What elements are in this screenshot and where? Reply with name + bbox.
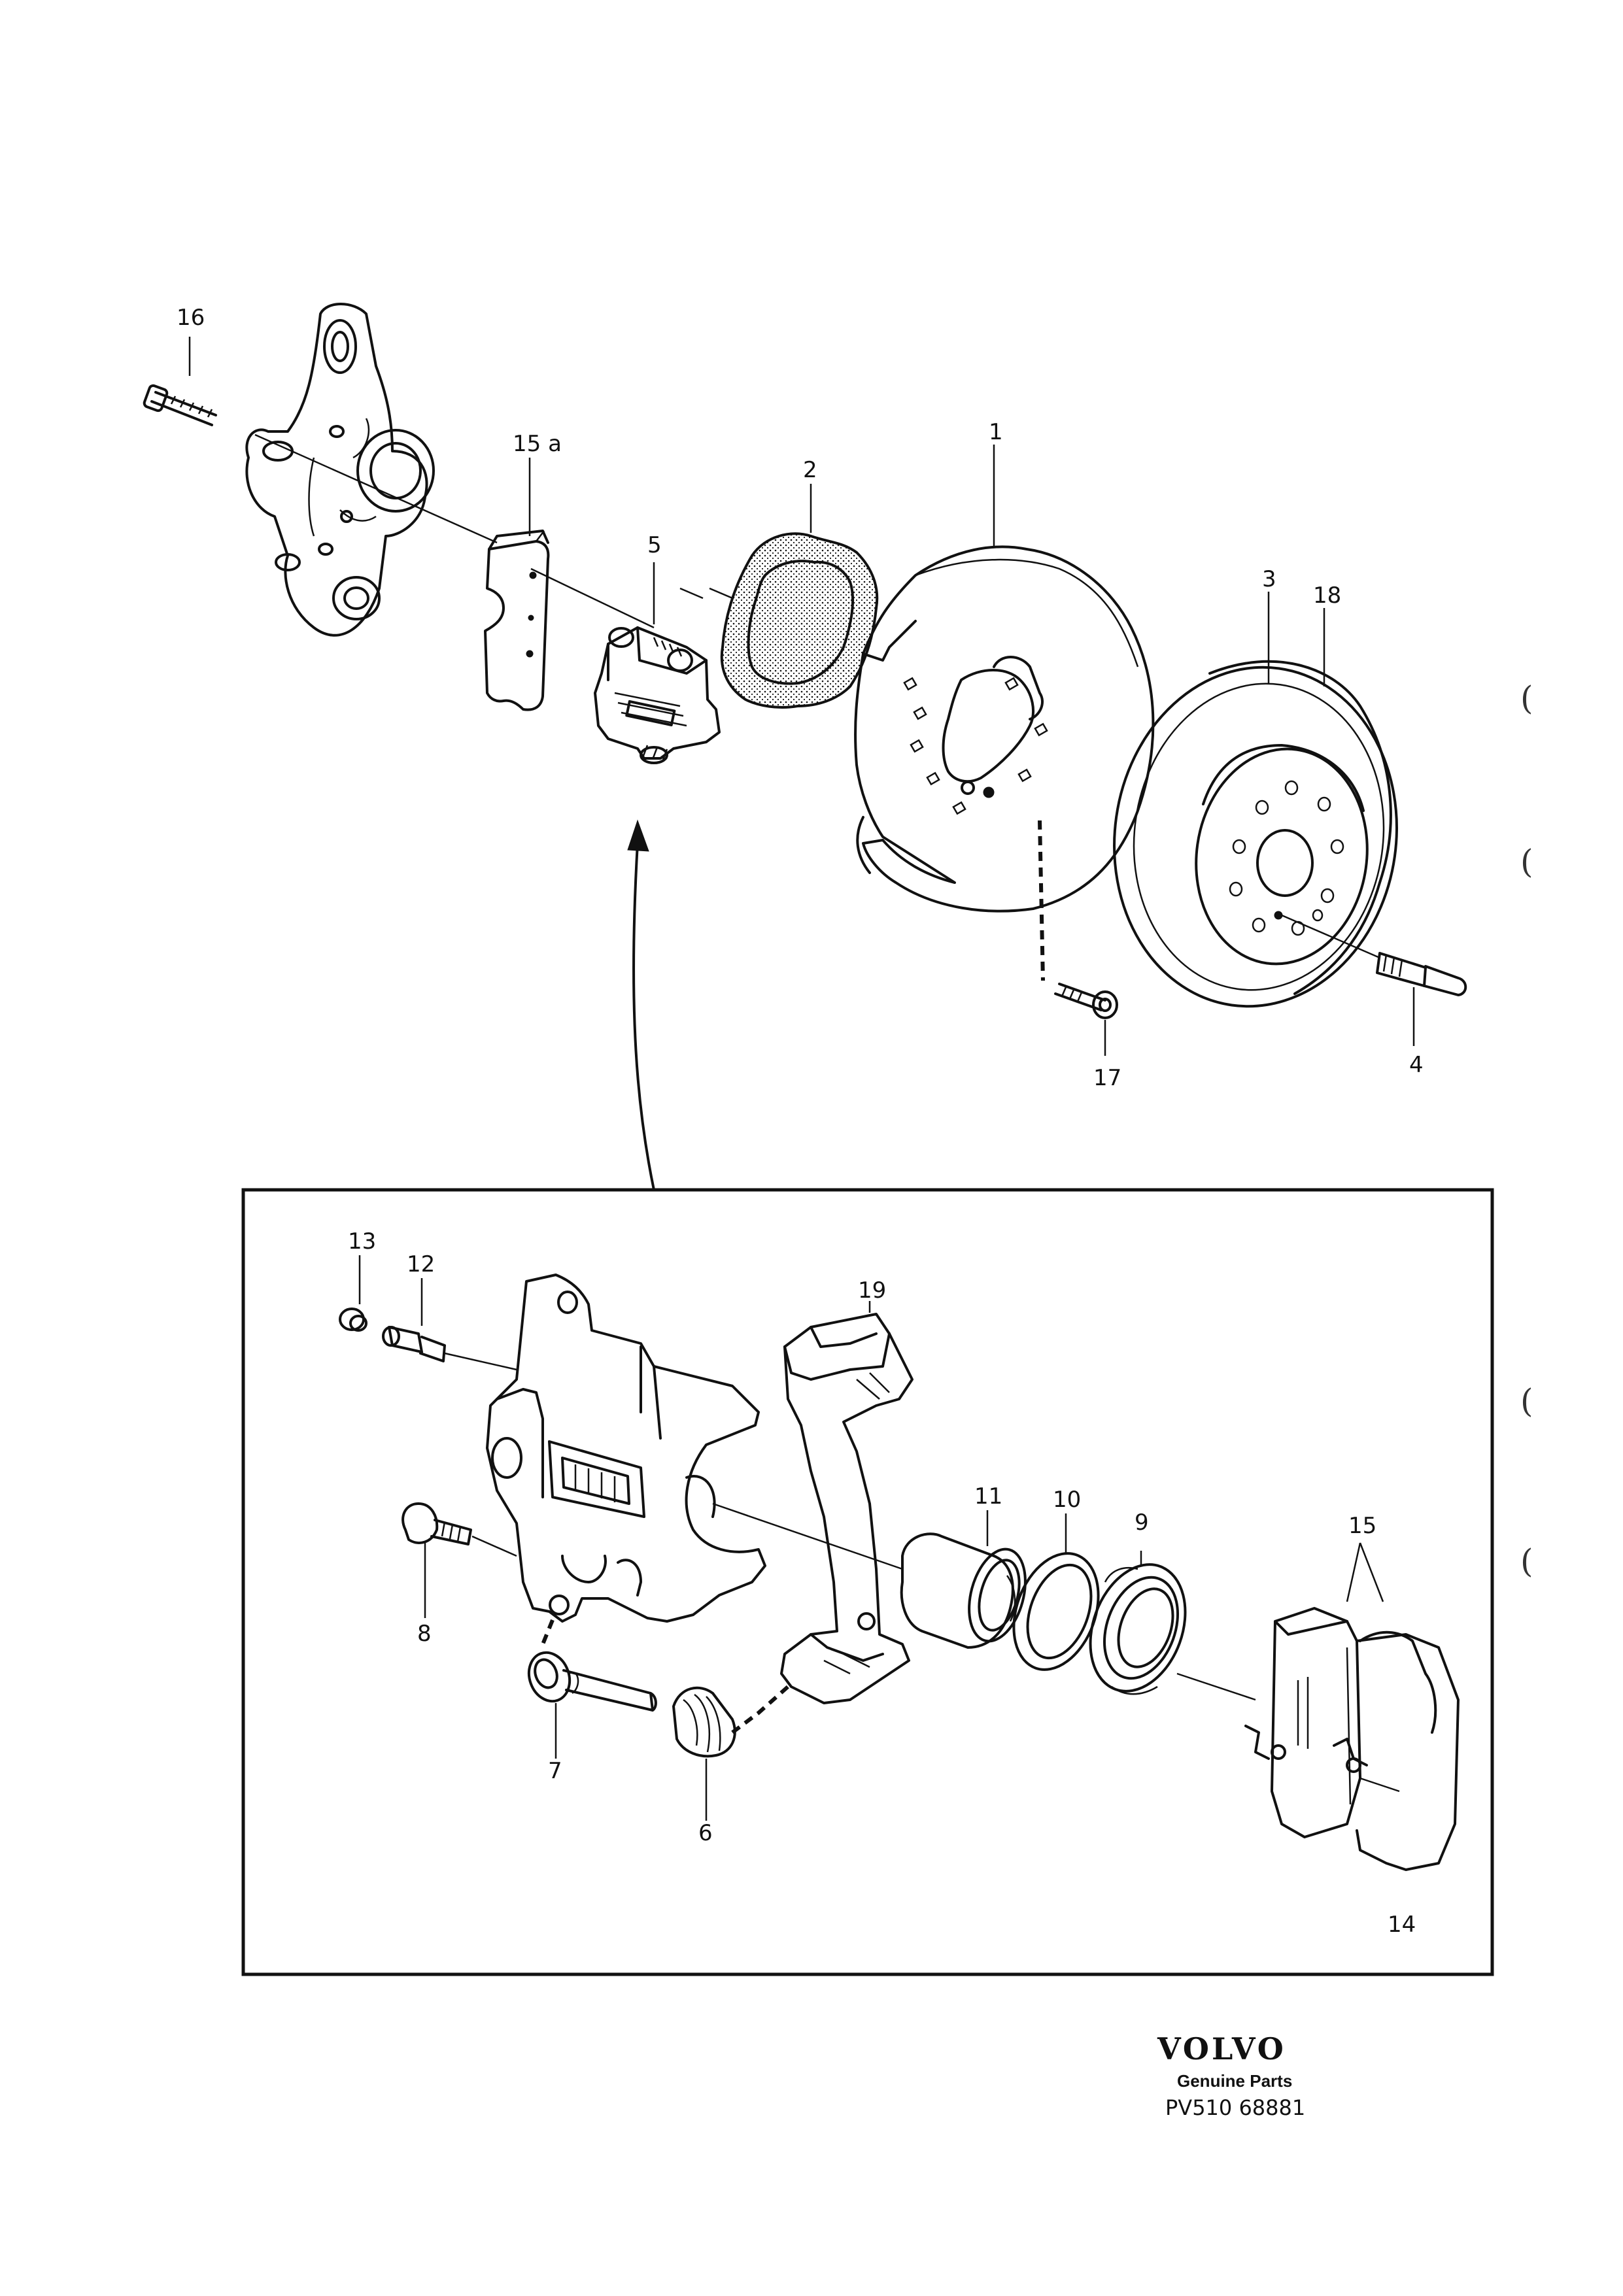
brake-pads-14[interactable] [1244, 1607, 1460, 1871]
bracket-15a[interactable] [484, 458, 550, 711]
callout-15: 15 [1348, 1513, 1376, 1539]
caliper-bracket-19[interactable] [780, 1301, 914, 1704]
bolt-16[interactable] [143, 337, 217, 426]
callout-19: 19 [858, 1277, 886, 1304]
callout-18: 18 [1313, 582, 1341, 609]
dust-boot-9[interactable] [1074, 1551, 1256, 1704]
callout-9: 9 [1135, 1510, 1149, 1536]
bleed-cap-13[interactable] [339, 1255, 367, 1332]
callout-7: 7 [548, 1758, 562, 1784]
callout-12: 12 [407, 1251, 435, 1277]
callout-11: 11 [974, 1483, 1002, 1510]
callout-14: 14 [1388, 1912, 1416, 1938]
callout-2: 2 [803, 457, 817, 483]
guide-pin-7[interactable] [522, 1619, 657, 1759]
splash-shield-1[interactable] [854, 445, 1155, 913]
callout-13: 13 [348, 1228, 376, 1255]
callout-1: 1 [989, 419, 1003, 445]
detail-inset-frame [241, 1188, 1494, 1976]
pad-retainer-15 [1346, 1542, 1384, 1602]
bleed-nipple-12[interactable] [382, 1278, 517, 1371]
caliper-housing[interactable] [486, 1274, 903, 1623]
callout-16: 16 [177, 305, 205, 331]
piston-seal-10[interactable] [999, 1513, 1114, 1681]
callout-4: 4 [1409, 1052, 1424, 1078]
part-number: PV510 68881 [1165, 2095, 1305, 2120]
gasket-2[interactable] [720, 484, 879, 709]
callout-10: 10 [1053, 1487, 1081, 1513]
guide-boot-6[interactable] [672, 1685, 789, 1821]
piston-11[interactable] [900, 1510, 1035, 1649]
margin-mark-3: ( [1520, 1382, 1533, 1420]
margin-mark-2: ( [1520, 843, 1533, 881]
bolt-8[interactable] [401, 1502, 517, 1618]
detail-arrow [627, 819, 655, 1191]
caliper-5[interactable] [594, 562, 721, 764]
margin-mark-4: ( [1520, 1542, 1533, 1580]
wheel-stud-4[interactable] [1376, 952, 1467, 1046]
margin-mark-1: ( [1520, 679, 1533, 717]
callout-15a: 15 a [513, 431, 562, 457]
volvo-footer: VOLVO Genuine Parts PV510 68881 [1157, 2031, 1305, 2120]
callout-6: 6 [698, 1820, 713, 1846]
callout-5: 5 [647, 532, 662, 558]
callout-17: 17 [1093, 1065, 1121, 1091]
brake-disc-3[interactable] [1093, 592, 1418, 1024]
brand-logo: VOLVO [1157, 2031, 1286, 2067]
steering-knuckle[interactable] [245, 303, 435, 637]
genuine-parts-label: Genuine Parts [1177, 2071, 1292, 2091]
callout-3: 3 [1262, 566, 1276, 592]
bolt-17[interactable] [1054, 983, 1118, 1056]
callout-8: 8 [417, 1621, 432, 1647]
